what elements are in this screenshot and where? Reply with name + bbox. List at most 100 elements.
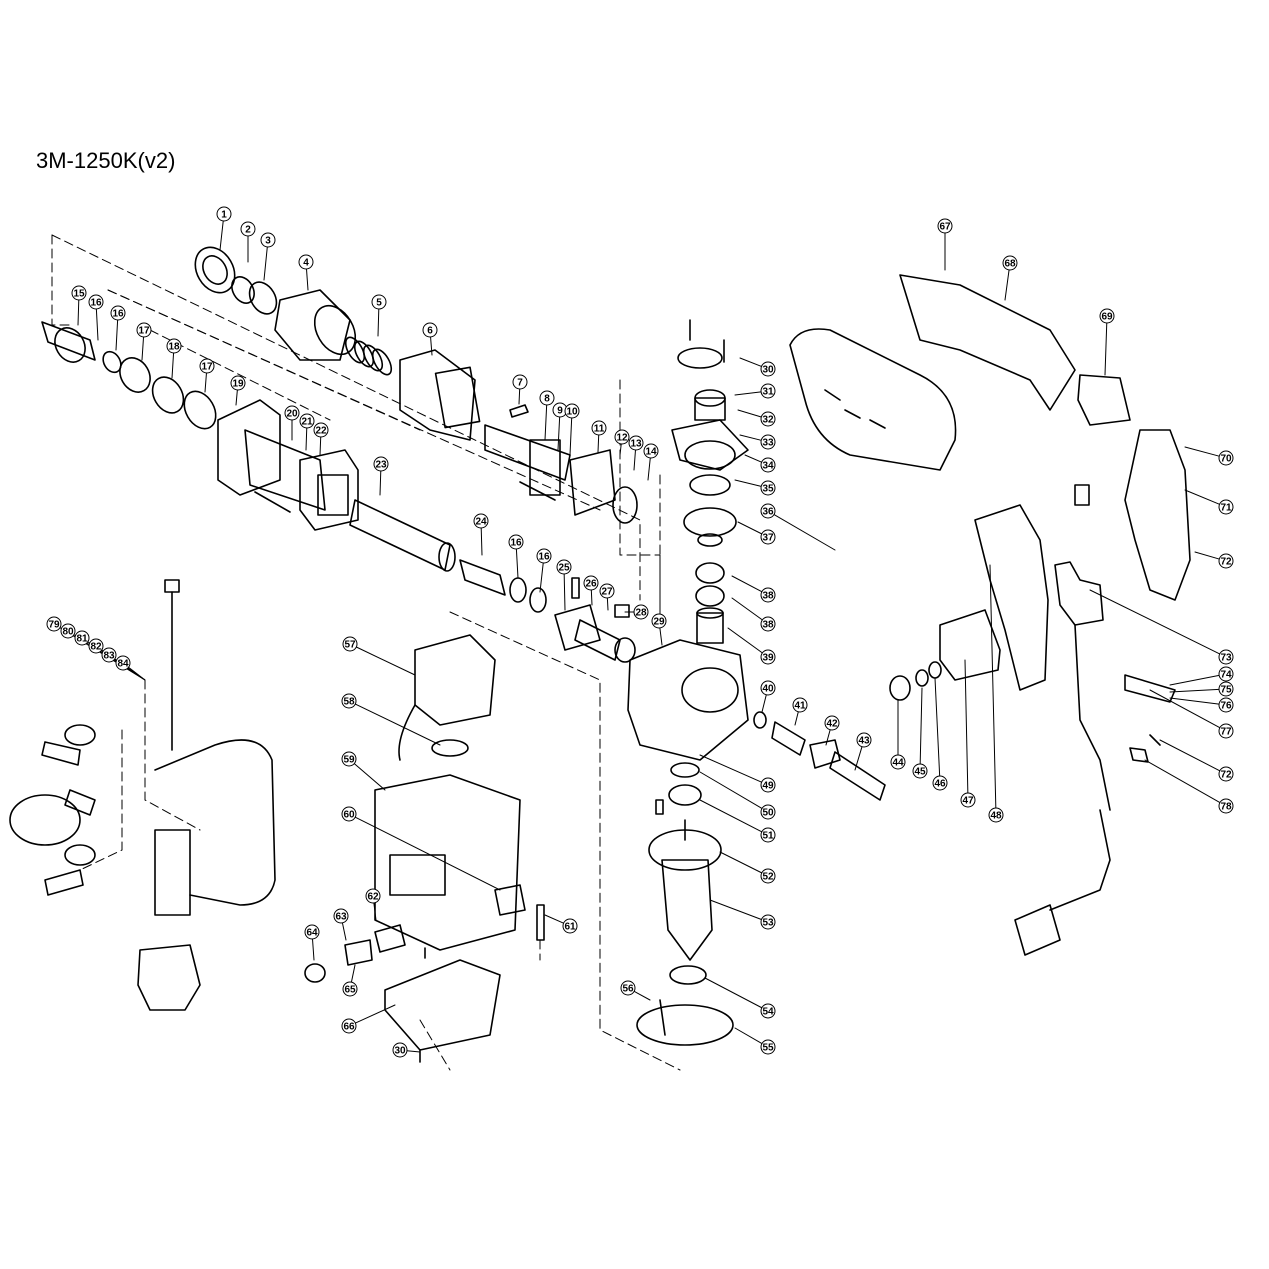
callout-circle [591,420,607,436]
callout-circle [1218,553,1234,569]
callout-leader [704,977,763,1009]
callout-c3: 3 [260,232,276,281]
callout-leader [1169,674,1220,686]
callout-circle [614,429,630,445]
callout-number: 44 [892,758,904,769]
callout-c32: 32 [737,409,776,427]
callout-c4: 4 [298,254,314,291]
callout-circle [373,456,389,472]
callout-c16a: 16 [88,294,104,341]
callout-circle [856,732,872,748]
callout-circle [313,422,329,438]
callout-c31: 31 [734,383,776,399]
callout-leader [719,851,763,874]
chuck-assembly [41,246,481,441]
callout-leader [311,938,315,961]
callout-number: 1 [221,210,227,221]
callout-circle [937,218,953,234]
callout-circle [824,715,840,731]
callout-number: 64 [306,928,318,939]
callout-c25: 25 [556,559,572,611]
callout-circle [760,383,776,399]
callout-c56: 56 [620,980,651,1001]
callout-circle [341,1018,357,1034]
callout-number: 47 [962,796,974,807]
callout-circle [1099,308,1115,324]
callout-leader [515,548,519,579]
callout-c67: 67 [937,218,953,271]
callout-c44: 44 [890,699,906,770]
callout-c27: 27 [599,583,615,611]
callout-circle [760,680,776,696]
callout-number: 84 [117,659,129,670]
callout-c33: 33 [739,434,776,450]
spring-5 [344,336,393,376]
callout-circle [564,403,580,419]
callout-leader [633,449,636,471]
callout-leader [731,575,763,593]
callout-leader [480,527,483,556]
callout-c50: 50 [699,771,776,820]
callout-number: 25 [558,563,570,574]
callout-leader [731,597,763,621]
callout-c16b: 16 [110,305,126,351]
callout-number: 57 [344,640,356,651]
callout-c37: 37 [737,521,776,545]
callout-number: 77 [1220,727,1232,738]
callout-c54: 54 [704,977,776,1019]
callout-circle [304,924,320,940]
callout-c5: 5 [371,294,387,337]
callout-number: 18 [168,342,180,353]
callout-circle [333,908,349,924]
callout-number: 4 [303,258,309,269]
callout-c6: 6 [422,322,438,356]
callout-circle [508,534,524,550]
callout-c28: 28 [624,604,649,620]
callout-leader [128,666,146,681]
callout-circle [760,587,776,603]
callout-circle [216,206,232,222]
callout-c65: 65 [342,964,358,997]
callout-circle [473,513,489,529]
callout-number: 46 [934,779,946,790]
callout-leader [171,352,175,379]
callout-number: 5 [376,298,382,309]
callout-c34: 34 [744,454,776,473]
callout-circle [1218,666,1234,682]
callout-number: 24 [475,517,487,528]
callout-c40: 40 [760,680,776,713]
callout-c84: 84 [115,655,146,681]
callout-leader [739,434,762,441]
callout-leader [305,427,308,451]
callout-leader [563,573,566,611]
callout-circle [760,804,776,820]
callout-leader [734,479,762,487]
rear-handle [1124,429,1191,601]
callout-circle [299,413,315,429]
callout-circle [60,623,76,639]
callout-circle [199,358,215,374]
callout-circle [628,435,644,451]
callout-c61: 61 [544,914,578,934]
callout-leader [353,763,386,791]
gear-stack [671,319,749,644]
callout-circle [46,616,62,632]
callout-number: 31 [762,387,774,398]
callout-c8: 8 [539,390,555,441]
side-handle [9,579,276,1011]
callout-circle [1002,255,1018,271]
callout-circle [110,305,126,321]
callout-number: 66 [343,1022,355,1033]
callout-leader [590,589,593,606]
callout-c12: 12 [614,429,630,456]
callout-c69: 69 [1099,308,1115,376]
callout-circle [620,980,636,996]
callout-number: 10 [566,407,578,418]
callout-number: 71 [1220,503,1232,514]
callout-number: 58 [343,697,355,708]
callout-c60: 60 [341,806,501,891]
callout-number: 39 [762,653,774,664]
callout-number: 76 [1220,701,1232,712]
